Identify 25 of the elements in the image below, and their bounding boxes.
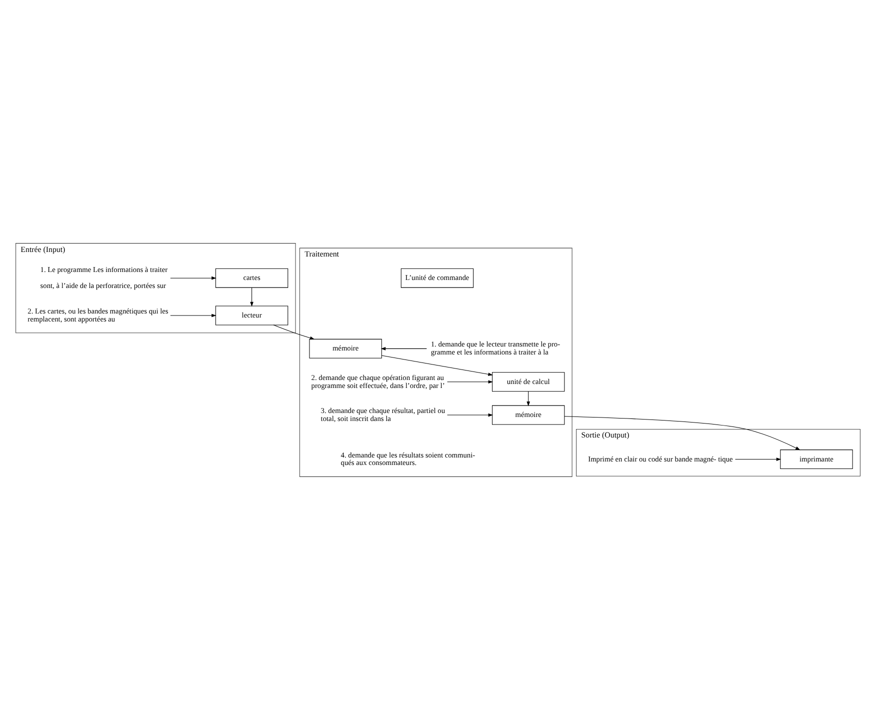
arrow	[734, 458, 781, 461]
node-text: 1. demande que le lecteur transmette le pro- gramme et les informations à traiter à la	[430, 340, 560, 357]
node-box: lecteur	[214, 306, 288, 326]
arrow	[170, 276, 216, 280]
arrow	[526, 391, 530, 406]
arrow	[564, 416, 800, 450]
node-box: mémoire	[308, 338, 382, 358]
node-text: 3. demande que chaque résultat, partiel ou total, soit inscrit dans la	[320, 406, 445, 423]
node-text: Imprimé en clair ou codé sur bande magné- tique	[588, 454, 732, 464]
arrow	[380, 347, 426, 350]
node-text: 2. demande que chaque opération figurant au programme soit effectuée, dans l’ordre, par l’	[310, 372, 444, 390]
arrow	[446, 380, 493, 384]
node-box: cartes	[214, 268, 288, 288]
arrow	[446, 413, 493, 417]
node-text: 2. Les cartes, ou les bandes magnétiques qui les remplacent, sont apportées au	[27, 306, 168, 324]
node-text: 4. demande que les résultats soient communi- qués aux consommateurs.	[340, 450, 475, 468]
node-box: unité de calcul	[492, 372, 564, 392]
arrow	[250, 287, 253, 307]
node-box: imprimante	[780, 450, 852, 470]
arrow	[170, 314, 216, 318]
arrow	[272, 324, 314, 340]
node-box: L’unité de commande	[400, 268, 474, 288]
node-text: 1. Le programme Les informations à traiter sont, à l’aide de la perforatrice, portées sur	[40, 264, 168, 290]
arrow	[380, 355, 492, 376]
node-box: mémoire	[492, 405, 564, 425]
